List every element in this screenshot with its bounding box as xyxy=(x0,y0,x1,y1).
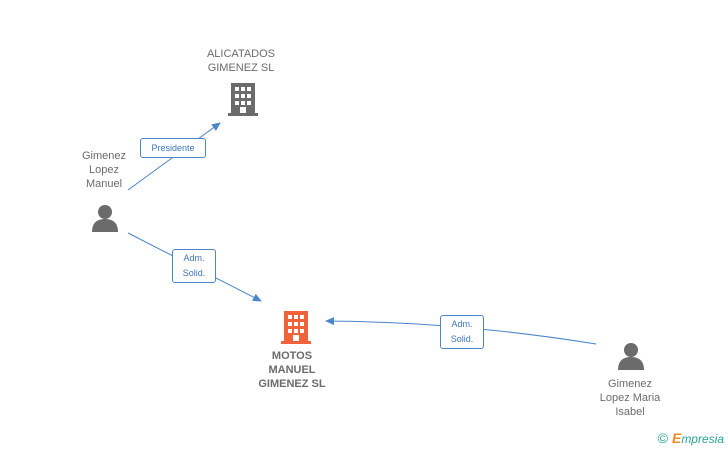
edge-label-adm-isabel: Adm. Solid. xyxy=(440,315,484,349)
building-icon[interactable] xyxy=(228,83,258,116)
building-icon[interactable] xyxy=(281,311,311,344)
company-label-alicatados[interactable]: ALICATADOS GIMENEZ SL xyxy=(206,48,276,74)
company-label-motos[interactable]: MOTOS MANUEL GIMENEZ SL xyxy=(258,350,326,390)
person-label-manuel[interactable]: Gimenez Lopez Manuel xyxy=(81,150,127,190)
brand-footer: © E mpresia xyxy=(658,430,724,446)
edge-label-adm-manuel: Adm. Solid. xyxy=(172,249,216,283)
brand-logo-text: mpresia xyxy=(681,432,724,446)
person-icon[interactable] xyxy=(92,205,118,232)
person-icon[interactable] xyxy=(618,343,644,370)
edge-label-presidente: Presidente xyxy=(140,138,206,158)
brand-logo-letter: E xyxy=(671,430,682,446)
copyright-icon: © xyxy=(657,430,668,446)
person-label-isabel[interactable]: Gimenez Lopez Maria Isabel xyxy=(599,378,661,418)
